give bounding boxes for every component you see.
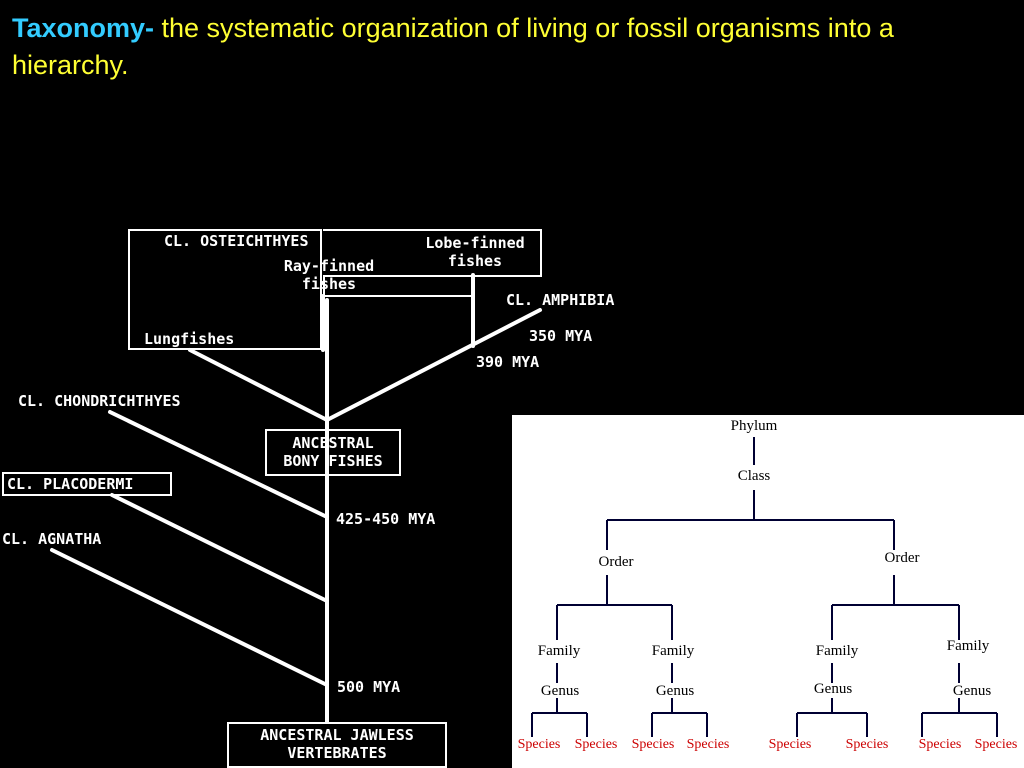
node-species-5: Species — [768, 737, 812, 752]
node-phylum: Phylum — [730, 418, 778, 434]
node-order-right: Order — [884, 550, 920, 566]
label-350-mya: 350 MYA — [529, 327, 593, 345]
label-amphibia: CL. AMPHIBIA — [506, 291, 615, 309]
label-390-mya: 390 MYA — [476, 353, 540, 371]
branch-placodermi — [110, 493, 329, 603]
title-definition: the systematic organization of living or… — [12, 13, 894, 80]
node-family-2: Family — [651, 643, 695, 659]
label-agnatha: CL. AGNATHA — [2, 530, 102, 548]
label-425-450-mya: 425-450 MYA — [336, 510, 436, 528]
node-species-3: Species — [631, 737, 675, 752]
placodermi-box — [2, 472, 172, 496]
node-species-4: Species — [686, 737, 730, 752]
ancestral-jawless-box — [227, 722, 447, 768]
node-class: Class — [737, 468, 771, 484]
node-genus-1: Genus — [540, 683, 580, 699]
lobe-finned-box — [323, 229, 542, 277]
lobe-finned-drop — [471, 275, 473, 297]
lobe-finned-connector — [323, 275, 325, 297]
label-ray-finned: Ray-finned fishes — [283, 257, 375, 293]
osteichthyes-box — [128, 229, 322, 350]
node-species-6: Species — [845, 737, 889, 752]
node-order-left: Order — [598, 554, 634, 570]
label-chondrichthyes: CL. CHONDRICHTHYES — [18, 392, 181, 410]
node-genus-3: Genus — [813, 681, 853, 697]
title-term: Taxonomy- — [12, 13, 155, 43]
label-lobe-finned: Lobe-finned fishes — [425, 234, 525, 270]
node-family-1: Family — [537, 643, 581, 659]
lobe-finned-bracket — [323, 295, 473, 297]
node-species-8: Species — [974, 737, 1018, 752]
label-placodermi: CL. PLACODERMI — [7, 475, 134, 493]
node-family-4: Family — [946, 638, 990, 654]
taxonomy-hierarchy-panel: Phylum Class Order Order Family Family F… — [512, 415, 1024, 768]
label-500-mya: 500 MYA — [337, 678, 401, 696]
node-species-2: Species — [574, 737, 618, 752]
branch-chondrichthyes — [108, 410, 329, 519]
node-genus-4: Genus — [952, 683, 992, 699]
branch-lungfishes — [188, 348, 329, 422]
label-ancestral-bony: ANCESTRAL BONY FISHES — [283, 434, 383, 470]
label-ancestral-jawless: ANCESTRAL JAWLESS VERTEBRATES — [260, 726, 414, 762]
slide-title: Taxonomy- the systematic organization of… — [12, 10, 1012, 84]
node-species-7: Species — [918, 737, 962, 752]
label-lungfishes: Lungfishes — [144, 330, 235, 348]
label-osteichthyes: CL. OSTEICHTHYES — [164, 232, 309, 250]
node-family-3: Family — [815, 643, 859, 659]
branch-agnatha — [50, 548, 329, 687]
ancestral-bony-box — [265, 429, 401, 476]
hierarchy-connectors — [531, 437, 998, 737]
node-genus-2: Genus — [655, 683, 695, 699]
branch-tetrapod — [325, 308, 542, 422]
node-species-1: Species — [517, 737, 561, 752]
